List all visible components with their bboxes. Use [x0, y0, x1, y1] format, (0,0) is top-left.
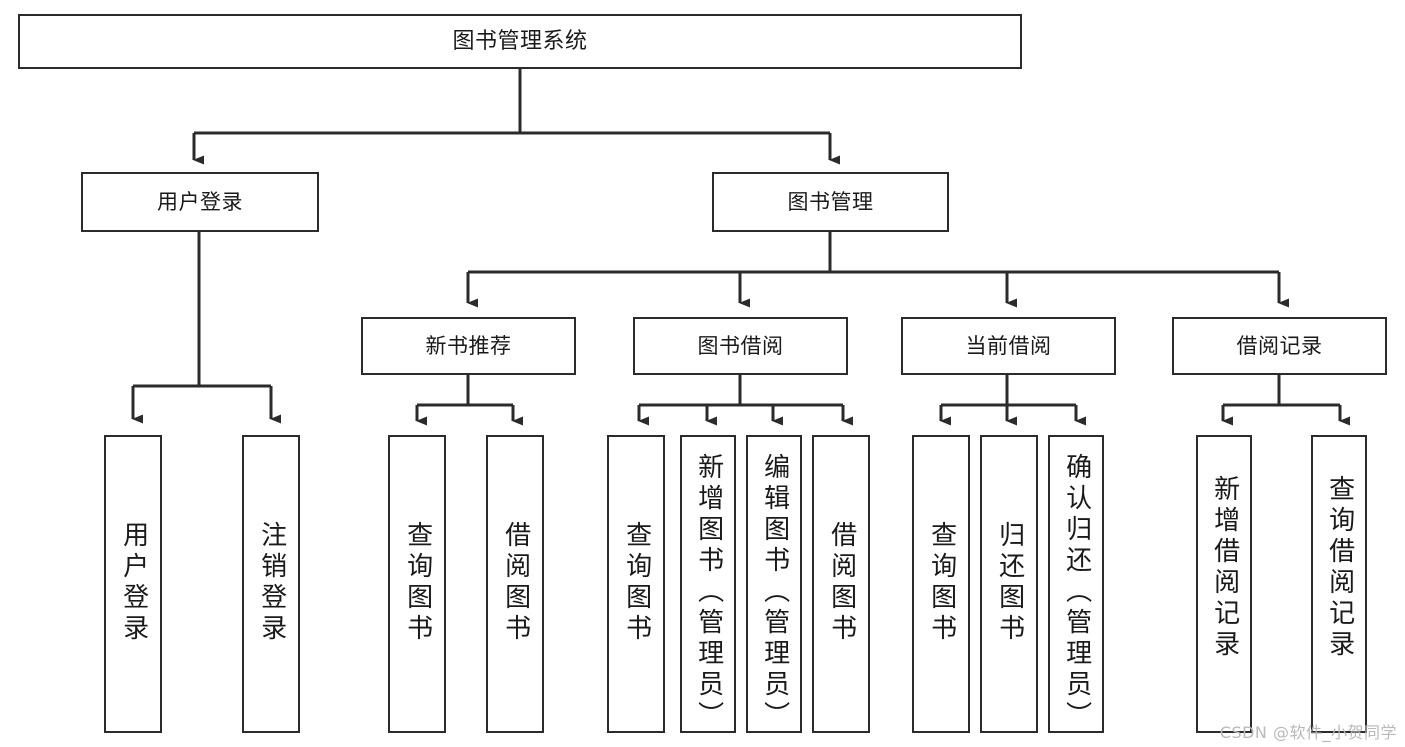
node-leaf-user-login-label: 用户登录 [118, 521, 149, 645]
node-leaf-confirm-return-admin[interactable]: 确认归还（管理员） [1048, 435, 1104, 733]
node-leaf-query-book-recommend[interactable]: 查询图书 [388, 435, 446, 733]
node-leaf-logout-label: 注销登录 [256, 521, 287, 645]
node-book-management-label: 图书管理 [787, 189, 874, 214]
node-leaf-query-book-current-label: 查询图书 [926, 521, 957, 645]
node-user-login-label: 用户登录 [157, 189, 243, 214]
node-root-label: 图书管理系统 [452, 28, 588, 54]
node-leaf-borrow-book[interactable]: 借阅图书 [812, 435, 870, 733]
node-leaf-confirm-return-admin-label: 确认归还（管理员） [1061, 453, 1092, 732]
node-book-management[interactable]: 图书管理 [712, 172, 949, 232]
node-leaf-return-book[interactable]: 归还图书 [980, 435, 1038, 733]
node-leaf-return-book-label: 归还图书 [994, 521, 1025, 645]
node-root[interactable]: 图书管理系统 [18, 14, 1022, 69]
node-borrow-records[interactable]: 借阅记录 [1172, 317, 1387, 375]
node-user-login[interactable]: 用户登录 [81, 172, 319, 232]
node-leaf-add-book-admin[interactable]: 新增图书（管理员） [680, 435, 736, 733]
node-leaf-query-borrow-record-label: 查询借阅记录 [1324, 475, 1355, 661]
node-leaf-user-login[interactable]: 用户登录 [104, 435, 162, 733]
watermark-text: CSDN @软件_小贺同学 [1219, 723, 1397, 742]
node-leaf-query-book-recommend-label: 查询图书 [402, 521, 433, 645]
node-leaf-add-borrow-record[interactable]: 新增借阅记录 [1196, 435, 1252, 733]
node-leaf-query-borrow-record[interactable]: 查询借阅记录 [1311, 435, 1367, 733]
node-new-book-recommend[interactable]: 新书推荐 [361, 317, 576, 375]
node-leaf-borrow-book-recommend-label: 借阅图书 [500, 521, 531, 645]
node-leaf-borrow-book-label: 借阅图书 [826, 521, 857, 645]
node-new-book-recommend-label: 新书推荐 [425, 333, 512, 358]
node-current-borrow[interactable]: 当前借阅 [901, 317, 1116, 375]
node-leaf-edit-book-admin-label: 编辑图书（管理员） [759, 453, 790, 732]
node-leaf-edit-book-admin[interactable]: 编辑图书（管理员） [746, 435, 802, 733]
node-leaf-query-book-borrow-label: 查询图书 [621, 521, 652, 645]
node-current-borrow-label: 当前借阅 [965, 333, 1052, 358]
node-leaf-logout[interactable]: 注销登录 [242, 435, 300, 733]
node-leaf-add-borrow-record-label: 新增借阅记录 [1209, 475, 1240, 661]
node-leaf-add-book-admin-label: 新增图书（管理员） [693, 453, 724, 732]
node-book-borrow[interactable]: 图书借阅 [633, 317, 848, 375]
node-leaf-query-book-borrow[interactable]: 查询图书 [607, 435, 665, 733]
node-leaf-borrow-book-recommend[interactable]: 借阅图书 [486, 435, 544, 733]
node-book-borrow-label: 图书借阅 [697, 333, 784, 358]
node-borrow-records-label: 借阅记录 [1236, 333, 1323, 358]
node-leaf-query-book-current[interactable]: 查询图书 [912, 435, 970, 733]
